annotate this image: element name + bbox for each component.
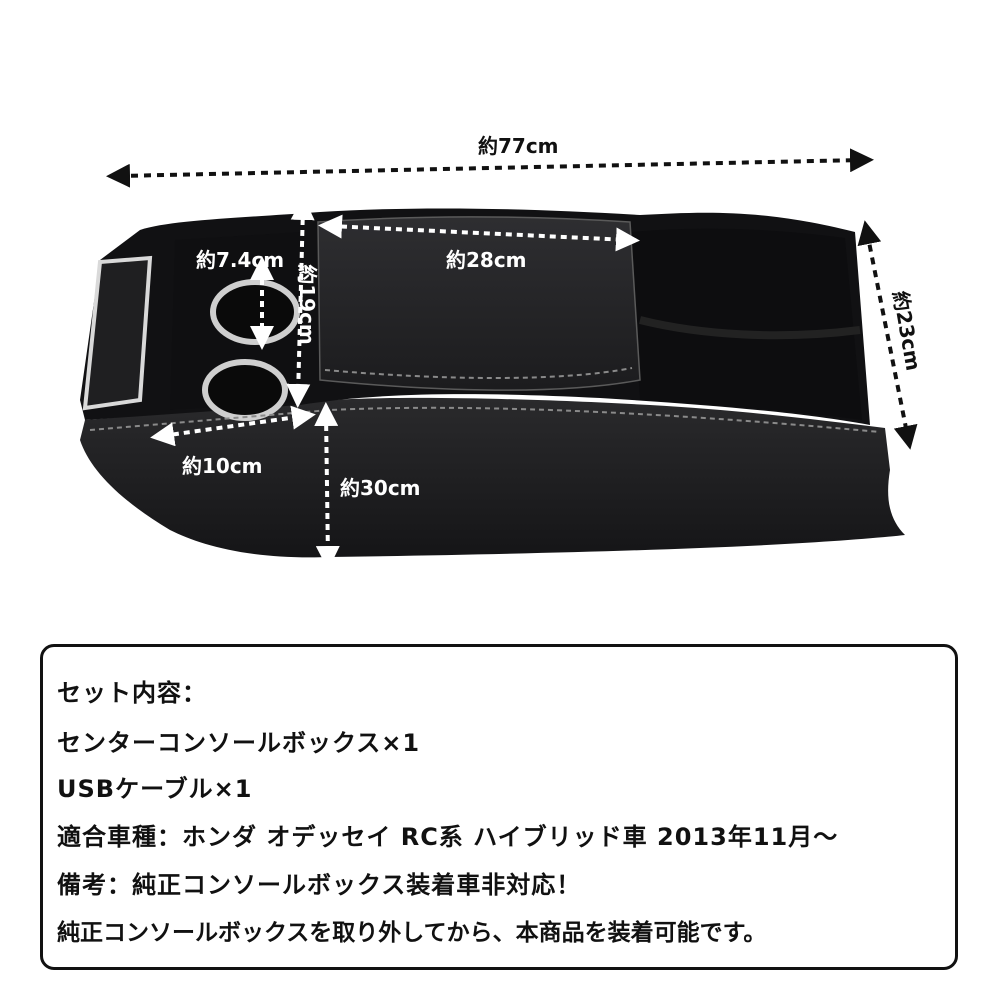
dim-arrow-depth — [857, 220, 918, 450]
dim-arrow-inner-height — [286, 196, 315, 408]
lid-length-label: 約28cm — [446, 248, 527, 272]
dim-arrow-front-width — [150, 405, 316, 447]
bin-divider — [639, 316, 861, 340]
dim-arrow-length — [106, 148, 874, 188]
contents-item-console: センターコンソールボックス×1 — [57, 729, 421, 757]
front-face — [82, 255, 153, 411]
rear-storage-bin — [630, 228, 862, 420]
armrest-lid — [317, 216, 641, 391]
cupholder-ring-2 — [202, 359, 288, 421]
contents-heading: セット内容： — [57, 679, 207, 707]
cupholder-ring-1 — [210, 279, 300, 345]
contents-item-usb: USBケーブル×1 — [57, 775, 253, 803]
contents-info-box: セット内容： センターコンソールボックス×1 USBケーブル×1 適合車種：ホン… — [40, 644, 958, 970]
note-line-2: 純正コンソールボックスを取り外してから、本商品を装着可能です。 — [57, 920, 767, 946]
inner-height-label: 約19cm — [294, 264, 319, 345]
height-label: 約30cm — [340, 476, 421, 500]
compatibility-text: 適合車種：ホンダ オデッセイ RC系 ハイブリッド車 2013年11月～ — [57, 823, 839, 851]
cup-diameter-label: 約7.4cm — [196, 248, 285, 272]
product-photo: 約77cm 約7.4cm 約28cm 約19cm 約23cm 約10cm 約30… — [80, 134, 926, 570]
dim-arrow-height — [314, 402, 340, 570]
dim-arrow-lid — [318, 214, 640, 252]
console-box-illustration — [80, 148, 918, 570]
note-line-1: 備考：純正コンソールボックス装着車非対応！ — [57, 871, 582, 899]
length-label: 約77cm — [478, 134, 559, 158]
front-width-label: 約10cm — [182, 454, 263, 478]
side-stitching — [89, 406, 881, 433]
